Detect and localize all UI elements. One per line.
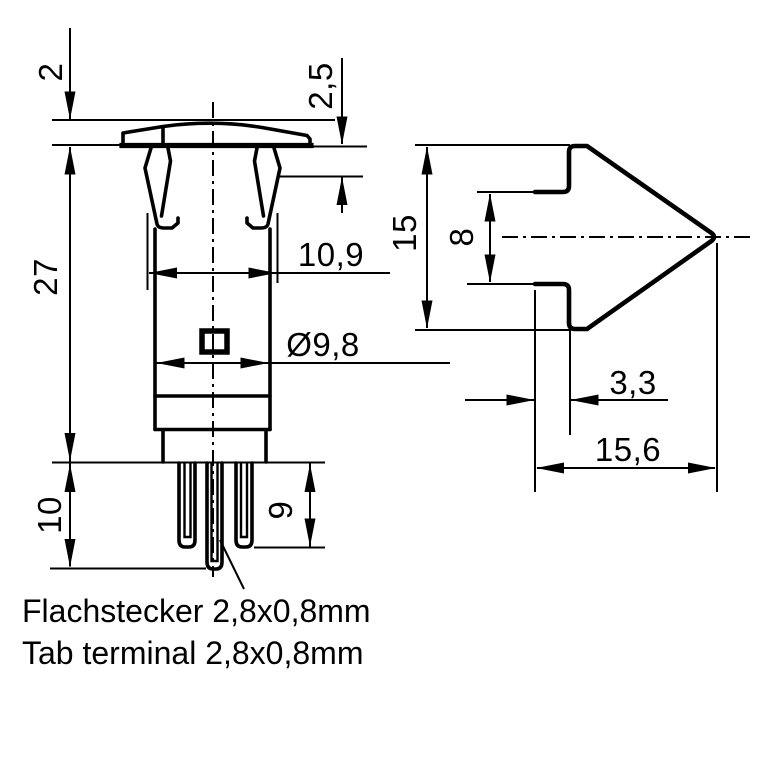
arrow-9-bottom bbox=[304, 518, 316, 547]
side-profile-outline bbox=[532, 143, 717, 332]
arrow-15-6-right bbox=[688, 462, 716, 474]
middle-terminal-inner bbox=[210, 463, 219, 563]
dim-label-stem-height: 8 bbox=[443, 228, 480, 247]
middle-terminal bbox=[205, 461, 224, 571]
dim-label-step-depth: 3,3 bbox=[609, 364, 656, 401]
left-terminal bbox=[177, 461, 197, 549]
arrow-3-3-right bbox=[570, 394, 599, 406]
lamp-window bbox=[199, 328, 230, 355]
dim-label-body-diameter: Ø9,8 bbox=[286, 326, 360, 363]
arrow-8-top bbox=[484, 193, 496, 222]
arrow-2-top bbox=[64, 91, 76, 120]
arrow-8-bottom bbox=[484, 254, 496, 283]
arrow-27-top bbox=[64, 146, 76, 175]
arrow-15-bottom bbox=[421, 300, 433, 329]
arrow-27-bottom bbox=[64, 433, 76, 461]
terminal-leader-line bbox=[219, 539, 245, 590]
dim-label-terminal-length: 9 bbox=[262, 501, 299, 520]
right-clip-inner bbox=[252, 146, 266, 218]
dim-label-cap-height: 2 bbox=[32, 63, 69, 82]
dim-label-clip-span: 10,9 bbox=[298, 236, 364, 273]
right-clip-outer bbox=[245, 146, 282, 230]
arrow-10-9-left bbox=[149, 267, 177, 279]
lens-cap-outline bbox=[121, 121, 312, 146]
arrow-2-5-top bbox=[336, 116, 348, 145]
arrow-15-6-left bbox=[536, 462, 564, 474]
arrow-9-8-right bbox=[240, 357, 269, 369]
dim-label-terminal-section: 10 bbox=[31, 496, 68, 534]
right-terminal-inner bbox=[239, 463, 249, 539]
dim-label-side-height: 15 bbox=[386, 214, 423, 252]
front-view-dimensions: 2 2,5 27 10,9 Ø9,8 10 9 bbox=[27, 28, 450, 570]
arrow-10-bottom bbox=[64, 539, 76, 567]
right-terminal bbox=[234, 461, 254, 549]
arrow-3-3-left bbox=[506, 394, 535, 406]
dim-label-total-depth: 15,6 bbox=[595, 431, 661, 468]
arrow-10-9-right bbox=[248, 267, 277, 279]
side-view-dimensions: 15 8 3,3 15,6 bbox=[386, 144, 718, 492]
side-view bbox=[502, 143, 752, 332]
left-clip-inner bbox=[159, 146, 173, 218]
arrow-15-top bbox=[421, 146, 433, 175]
note-tab-terminal-en: Tab terminal 2,8x0,8mm bbox=[22, 635, 363, 671]
arrow-9-top bbox=[304, 464, 316, 492]
annotations: Flachstecker 2,8x0,8mm Tab terminal 2,8x… bbox=[22, 539, 371, 671]
arrow-2-5-bottom bbox=[336, 177, 348, 205]
front-view bbox=[119, 102, 314, 577]
left-terminal-inner bbox=[183, 463, 192, 539]
left-clip-outer bbox=[143, 146, 180, 230]
note-tab-terminal-de: Flachstecker 2,8x0,8mm bbox=[22, 593, 371, 629]
arrow-9-8-left bbox=[156, 357, 185, 369]
dim-label-body-length: 27 bbox=[27, 258, 64, 296]
arrow-10-top bbox=[64, 464, 76, 492]
dim-label-cap-clip-offset: 2,5 bbox=[302, 62, 339, 109]
